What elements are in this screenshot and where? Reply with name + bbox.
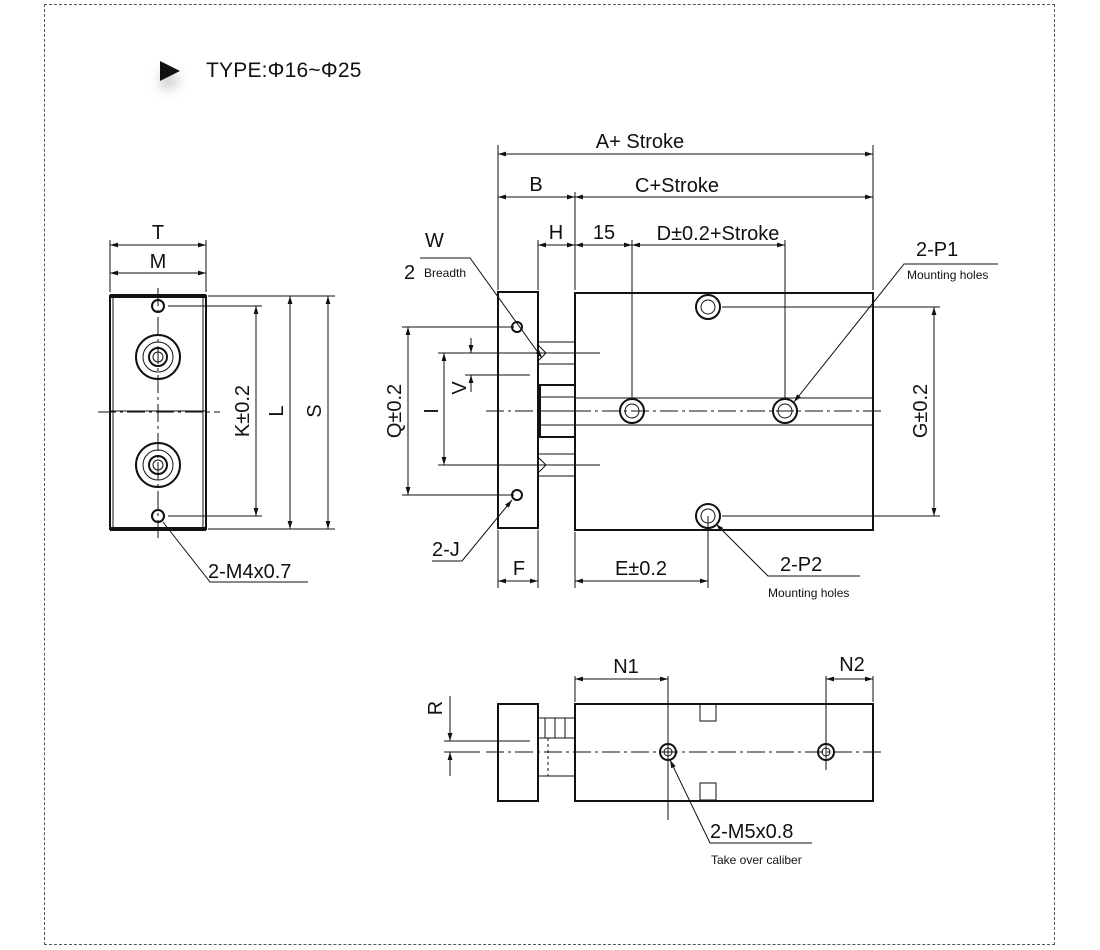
dim-h: H bbox=[549, 222, 563, 244]
dim-d-stroke: D±0.2+Stroke bbox=[657, 223, 780, 245]
dim-15: 15 bbox=[593, 222, 615, 244]
callout-m4: 2-M4x0.7 bbox=[208, 561, 291, 583]
dim-n2: N2 bbox=[839, 654, 865, 676]
p1-hole-left-icon bbox=[619, 398, 645, 424]
p1-note: Mounting holes bbox=[907, 268, 988, 282]
dim-s: S bbox=[304, 404, 326, 417]
play-icon bbox=[160, 61, 180, 81]
drawing-frame bbox=[44, 4, 1055, 945]
dim-n1: N1 bbox=[613, 656, 639, 678]
callout-m5: 2-M5x0.8 bbox=[710, 821, 793, 843]
dim-w: W bbox=[425, 230, 444, 252]
side-view: N1 N2 R 2-M5x0.8 Take over caliber bbox=[425, 654, 885, 867]
dim-r: R bbox=[425, 701, 447, 715]
callout-p1: 2-P1 bbox=[916, 239, 958, 261]
page-title: TYPE:Φ16~Φ25 bbox=[206, 59, 362, 82]
dim-b: B bbox=[529, 174, 542, 196]
breadth-note: Breadth bbox=[424, 266, 466, 280]
dim-k: K±0.2 bbox=[232, 385, 254, 437]
m5-hole-right-icon bbox=[817, 743, 835, 761]
dim-f: F bbox=[513, 558, 525, 580]
front-view: A+ Stroke B C+Stroke H 15 D±0.2+Stroke W… bbox=[384, 131, 998, 600]
front-plate bbox=[497, 291, 539, 529]
dim-v: V bbox=[449, 381, 471, 395]
upper-port-icon bbox=[135, 334, 181, 380]
header: TYPE:Φ16~Φ25 bbox=[160, 56, 362, 86]
lower-port-icon bbox=[135, 442, 181, 488]
end-view: T M K±0.2 L S 2-M4x0.7 bbox=[98, 222, 335, 583]
dim-c-stroke: C+Stroke bbox=[635, 175, 719, 197]
dim-q: Q±0.2 bbox=[384, 384, 406, 438]
dim-a-stroke: A+ Stroke bbox=[596, 131, 684, 153]
p2-note: Mounting holes bbox=[768, 586, 849, 600]
dim-g: G±0.2 bbox=[910, 384, 932, 438]
callout-j: 2-J bbox=[432, 539, 460, 561]
p1-hole-right-icon bbox=[772, 398, 798, 424]
m5-note: Take over caliber bbox=[711, 853, 802, 867]
dim-m: M bbox=[150, 251, 167, 273]
p2-hole-top-icon bbox=[695, 294, 721, 320]
dim-i: I bbox=[421, 408, 443, 414]
dim-t: T bbox=[152, 222, 164, 244]
dim-l: L bbox=[266, 405, 288, 416]
m5-hole-left-icon bbox=[659, 743, 677, 761]
callout-p2: 2-P2 bbox=[780, 554, 822, 576]
dim-e: E±0.2 bbox=[615, 558, 667, 580]
dim-2: 2 bbox=[404, 262, 415, 284]
